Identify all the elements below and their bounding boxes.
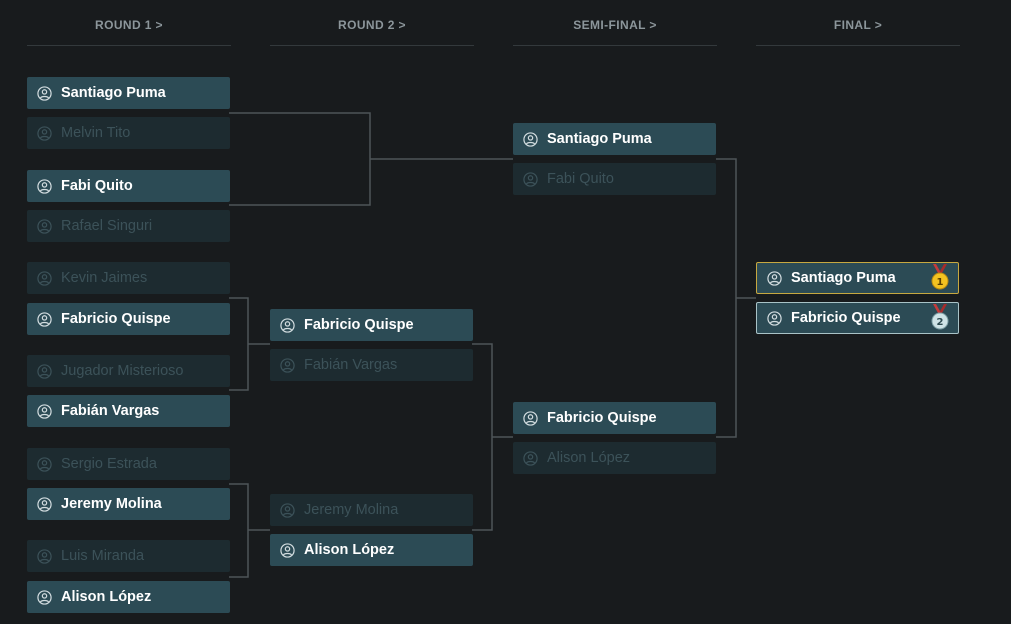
user-icon bbox=[523, 410, 538, 426]
user-icon bbox=[523, 131, 538, 147]
player-name: Melvin Tito bbox=[61, 125, 131, 141]
user-icon bbox=[767, 310, 782, 326]
player-name: Alison López bbox=[61, 589, 152, 605]
round-1-player-slot[interactable]: Fabricio Quispe bbox=[27, 303, 230, 335]
semifinal-player-slot[interactable]: Santiago Puma bbox=[513, 123, 716, 155]
player-name: Fabi Quito bbox=[547, 171, 614, 187]
user-icon bbox=[37, 548, 52, 564]
round-2-player-slot[interactable]: Fabián Vargas bbox=[270, 349, 473, 381]
round-1-divider bbox=[27, 45, 231, 46]
round-1-player-slot[interactable]: Luis Miranda bbox=[27, 540, 230, 572]
round-2-header[interactable]: ROUND 2 > bbox=[338, 18, 406, 32]
semifinal-header[interactable]: SEMI-FINAL > bbox=[573, 18, 657, 32]
round-1-player-slot[interactable]: Fabi Quito bbox=[27, 170, 230, 202]
player-name: Kevin Jaimes bbox=[61, 270, 148, 286]
round-1-player-slot[interactable]: Jugador Misterioso bbox=[27, 355, 230, 387]
player-name: Jugador Misterioso bbox=[61, 363, 184, 379]
gold-medal-icon: 1 bbox=[931, 264, 949, 290]
user-icon bbox=[767, 270, 782, 286]
user-icon bbox=[37, 85, 52, 101]
player-name: Fabián Vargas bbox=[61, 403, 160, 419]
user-icon bbox=[37, 496, 52, 512]
player-name: Santiago Puma bbox=[547, 131, 652, 147]
round-1-player-slot[interactable]: Rafael Singuri bbox=[27, 210, 230, 242]
player-name: Fabricio Quispe bbox=[61, 311, 171, 327]
user-icon bbox=[523, 171, 538, 187]
final-slot-runner-up[interactable]: Fabricio Quispe 2 bbox=[756, 302, 959, 334]
user-icon bbox=[280, 542, 295, 558]
user-icon bbox=[280, 502, 295, 518]
round-2-player-slot[interactable]: Alison López bbox=[270, 534, 473, 566]
player-name: Rafael Singuri bbox=[61, 218, 153, 234]
user-icon bbox=[280, 357, 295, 373]
player-name: Alison López bbox=[547, 450, 631, 466]
player-name: Jeremy Molina bbox=[304, 502, 399, 518]
user-icon bbox=[280, 317, 295, 333]
player-name: Fabi Quito bbox=[61, 178, 133, 194]
user-icon bbox=[37, 456, 52, 472]
user-icon bbox=[37, 363, 52, 379]
user-icon bbox=[37, 589, 52, 605]
player-name: Fabricio Quispe bbox=[547, 410, 657, 426]
user-icon bbox=[37, 270, 52, 286]
semifinal-player-slot[interactable]: Fabi Quito bbox=[513, 163, 716, 195]
round-1-player-slot[interactable]: Melvin Tito bbox=[27, 117, 230, 149]
round-1-player-slot[interactable]: Santiago Puma bbox=[27, 77, 230, 109]
gold-medal-place: 1 bbox=[937, 277, 944, 288]
final-slot-champion[interactable]: Santiago Puma 1 bbox=[756, 262, 959, 294]
final-header[interactable]: FINAL > bbox=[833, 18, 883, 32]
round-1-header[interactable]: ROUND 1 > bbox=[95, 18, 163, 32]
user-icon bbox=[37, 311, 52, 327]
user-icon bbox=[37, 178, 52, 194]
round-1-player-slot[interactable]: Fabián Vargas bbox=[27, 395, 230, 427]
semifinal-player-slot[interactable]: Alison López bbox=[513, 442, 716, 474]
round-2-player-slot[interactable]: Jeremy Molina bbox=[270, 494, 473, 526]
player-name: Santiago Puma bbox=[61, 85, 166, 101]
round-2-player-slot[interactable]: Fabricio Quispe bbox=[270, 309, 473, 341]
player-name: Alison López bbox=[304, 542, 395, 558]
user-icon bbox=[523, 450, 538, 466]
round-1-player-slot[interactable]: Jeremy Molina bbox=[27, 488, 230, 520]
semifinal-divider bbox=[513, 45, 717, 46]
final-player-name: Santiago Puma bbox=[791, 270, 896, 286]
round-2-divider bbox=[270, 45, 474, 46]
final-divider bbox=[756, 45, 960, 46]
silver-medal-icon: 2 bbox=[931, 304, 949, 330]
round-1-player-slot[interactable]: Alison López bbox=[27, 581, 230, 613]
player-name: Luis Miranda bbox=[61, 548, 145, 564]
user-icon bbox=[37, 218, 52, 234]
player-name: Sergio Estrada bbox=[61, 456, 157, 472]
round-1-player-slot[interactable]: Kevin Jaimes bbox=[27, 262, 230, 294]
semifinal-player-slot[interactable]: Fabricio Quispe bbox=[513, 402, 716, 434]
silver-medal-place: 2 bbox=[937, 317, 944, 328]
user-icon bbox=[37, 125, 52, 141]
round-1-player-slot[interactable]: Sergio Estrada bbox=[27, 448, 230, 480]
player-name: Jeremy Molina bbox=[61, 496, 162, 512]
user-icon bbox=[37, 403, 52, 419]
player-name: Fabián Vargas bbox=[304, 357, 398, 373]
player-name: Fabricio Quispe bbox=[304, 317, 414, 333]
final-player-name: Fabricio Quispe bbox=[791, 310, 901, 326]
